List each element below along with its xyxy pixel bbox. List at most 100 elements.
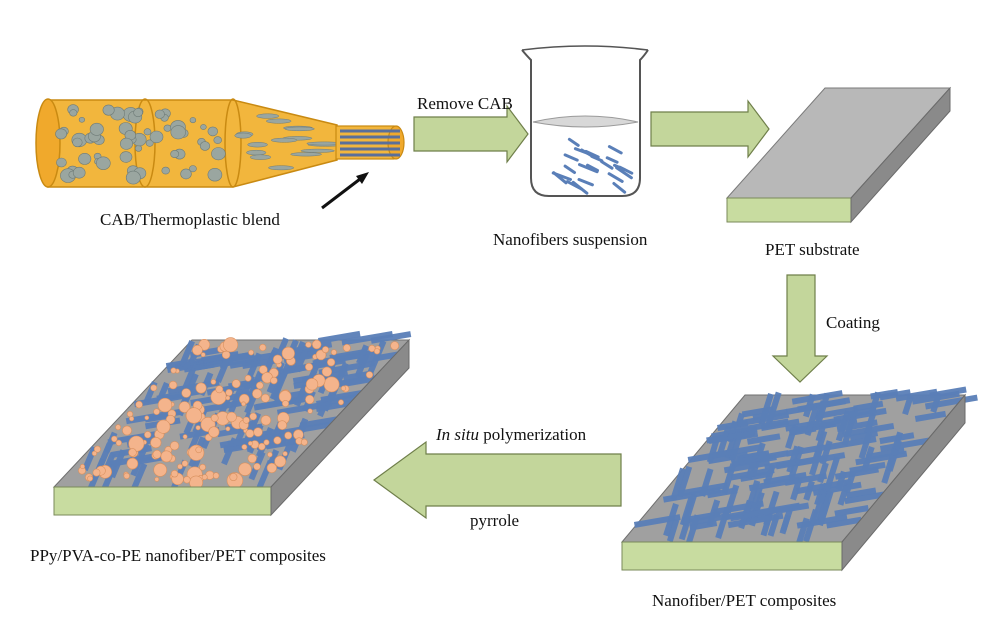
ppy-particle bbox=[225, 389, 233, 397]
ppy-particle bbox=[150, 384, 158, 392]
nanofiber bbox=[223, 440, 255, 452]
cab-droplet bbox=[170, 150, 180, 159]
ppy-particle bbox=[91, 450, 97, 457]
nanofiber bbox=[341, 331, 394, 346]
ppy-particle bbox=[93, 445, 101, 453]
ppy-particle bbox=[247, 453, 257, 464]
ppy-particle bbox=[157, 397, 173, 413]
ppy-particle bbox=[277, 420, 288, 431]
cab-droplet bbox=[200, 124, 207, 130]
stretched-droplet bbox=[270, 137, 298, 143]
ppy-particle bbox=[181, 460, 189, 467]
ppy-particle bbox=[178, 401, 191, 413]
ppy-particle bbox=[282, 451, 288, 457]
ppy-particle bbox=[223, 337, 239, 353]
cab-droplet bbox=[133, 108, 143, 117]
ppy-particle bbox=[210, 379, 217, 385]
ppy-particle bbox=[135, 400, 143, 409]
ppy-particle bbox=[153, 463, 167, 477]
ppy-particle bbox=[126, 457, 139, 470]
cab-droplet bbox=[143, 128, 152, 136]
nanofiber bbox=[902, 395, 914, 416]
ppy-particle bbox=[170, 470, 179, 478]
ppy-particle bbox=[259, 343, 267, 352]
ppy-particle bbox=[321, 366, 333, 377]
ppy-particle bbox=[258, 442, 266, 451]
suspended-fiber bbox=[607, 172, 624, 183]
ppy-particle bbox=[115, 439, 122, 447]
stretched-droplet bbox=[266, 118, 292, 124]
suspended-nanofibers bbox=[551, 137, 634, 195]
nanofiber bbox=[914, 410, 947, 422]
nanofiber bbox=[728, 430, 744, 462]
ppy-particles bbox=[78, 337, 400, 490]
ppy-particle bbox=[260, 393, 270, 403]
ppy-particle bbox=[245, 429, 255, 438]
ppy-particle bbox=[321, 346, 329, 354]
nanofiber bbox=[803, 393, 816, 418]
nanofiber bbox=[699, 468, 714, 497]
nanofiber bbox=[706, 487, 738, 499]
nanofiber bbox=[845, 487, 877, 499]
nanofiber bbox=[681, 493, 698, 526]
suspended-fiber bbox=[563, 153, 579, 162]
nanofiber bbox=[790, 477, 803, 501]
ppy-particle bbox=[244, 374, 252, 382]
ppy-particle bbox=[177, 463, 183, 470]
nanofiber bbox=[666, 518, 680, 543]
nanofiber bbox=[178, 339, 195, 368]
cab-droplet bbox=[56, 157, 67, 168]
ppy-particle bbox=[170, 367, 177, 374]
ppy-particle bbox=[188, 444, 205, 461]
suspension-label: Nanofibers suspension bbox=[493, 230, 648, 249]
ppy-particle bbox=[150, 437, 162, 449]
nanofiber bbox=[269, 372, 286, 401]
nanofiber bbox=[817, 462, 829, 484]
ppy-particle bbox=[92, 468, 101, 477]
cab-droplet bbox=[72, 137, 83, 148]
pet-substrate bbox=[725, 86, 952, 224]
cab-droplet bbox=[154, 109, 165, 119]
ppy-particle bbox=[170, 441, 180, 451]
nanofiber-pet-label: Nanofiber/PET composites bbox=[652, 591, 836, 610]
nanofiber bbox=[834, 505, 869, 517]
cab-droplet bbox=[189, 117, 197, 124]
ppy-particle bbox=[365, 371, 374, 379]
ppy-particle bbox=[284, 431, 293, 440]
pet-substrate-label: PET substrate bbox=[765, 240, 860, 259]
suspended-fiber bbox=[618, 165, 634, 175]
nanofiber bbox=[740, 418, 789, 433]
cab-droplet bbox=[78, 152, 92, 165]
ppy-particle bbox=[274, 455, 287, 468]
ppy-particle bbox=[260, 415, 272, 426]
nanofiber bbox=[737, 411, 790, 427]
stretched-droplet bbox=[234, 132, 252, 139]
ppy-particle bbox=[249, 412, 257, 421]
cab-droplet bbox=[78, 117, 85, 123]
fibril-lines bbox=[340, 129, 400, 157]
ppy-particle bbox=[115, 424, 121, 431]
cab-droplet bbox=[163, 124, 172, 132]
nanofiber bbox=[835, 470, 847, 491]
nanofiber bbox=[255, 396, 303, 411]
nanofiber bbox=[843, 471, 856, 494]
nanofiber bbox=[315, 399, 355, 412]
nanofiber bbox=[779, 514, 791, 535]
nanofiber bbox=[791, 390, 843, 405]
cab-droplet bbox=[134, 145, 143, 152]
ppy-particle bbox=[201, 474, 208, 480]
remove-cab-arrow bbox=[413, 104, 529, 164]
nanofiber bbox=[836, 419, 878, 433]
suspended-fiber bbox=[586, 163, 599, 172]
cab-droplet bbox=[213, 136, 222, 144]
nanofiber bbox=[215, 363, 229, 384]
ppy-particle bbox=[153, 408, 160, 416]
cab-droplet bbox=[189, 165, 197, 173]
cab-droplet bbox=[125, 170, 141, 185]
ppy-particle bbox=[307, 408, 313, 414]
cab-droplet bbox=[69, 109, 78, 117]
nanofiber bbox=[924, 394, 978, 410]
suspended-fiber bbox=[607, 145, 623, 155]
nanofiber bbox=[196, 399, 243, 414]
remove-cab-label: Remove CAB bbox=[417, 94, 513, 113]
